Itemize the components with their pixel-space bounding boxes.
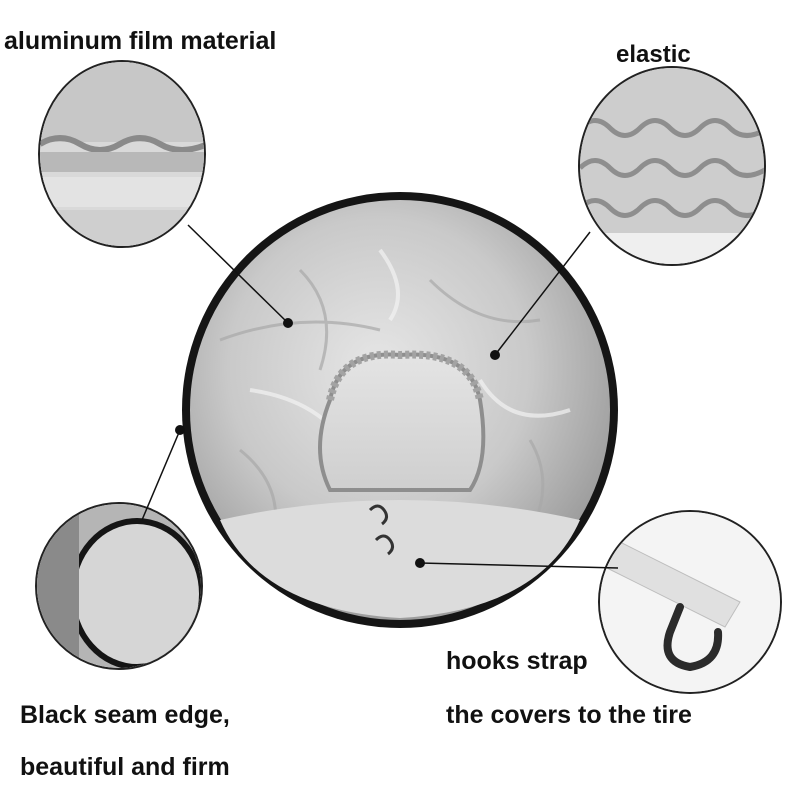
label-hooks-line1: hooks strap — [446, 647, 588, 675]
seam-edge-icon — [37, 504, 201, 668]
label-seam-line2: beautiful and firm — [20, 753, 230, 781]
label-hooks-line2: the covers to the tire — [446, 701, 692, 729]
callout-dot — [175, 425, 185, 435]
tire-cover-icon — [182, 192, 618, 628]
seam-detail-image — [35, 502, 203, 670]
callout-dot — [490, 350, 500, 360]
callout-dot — [283, 318, 293, 328]
tire-cover-main-image — [180, 190, 620, 630]
label-aluminum: aluminum film material — [4, 27, 277, 55]
label-seam-line1: Black seam edge, — [20, 701, 230, 729]
hook-icon — [600, 512, 780, 692]
label-elastic: elastic — [616, 41, 691, 68]
hook-detail-image — [598, 510, 782, 694]
callout-dot — [415, 558, 425, 568]
